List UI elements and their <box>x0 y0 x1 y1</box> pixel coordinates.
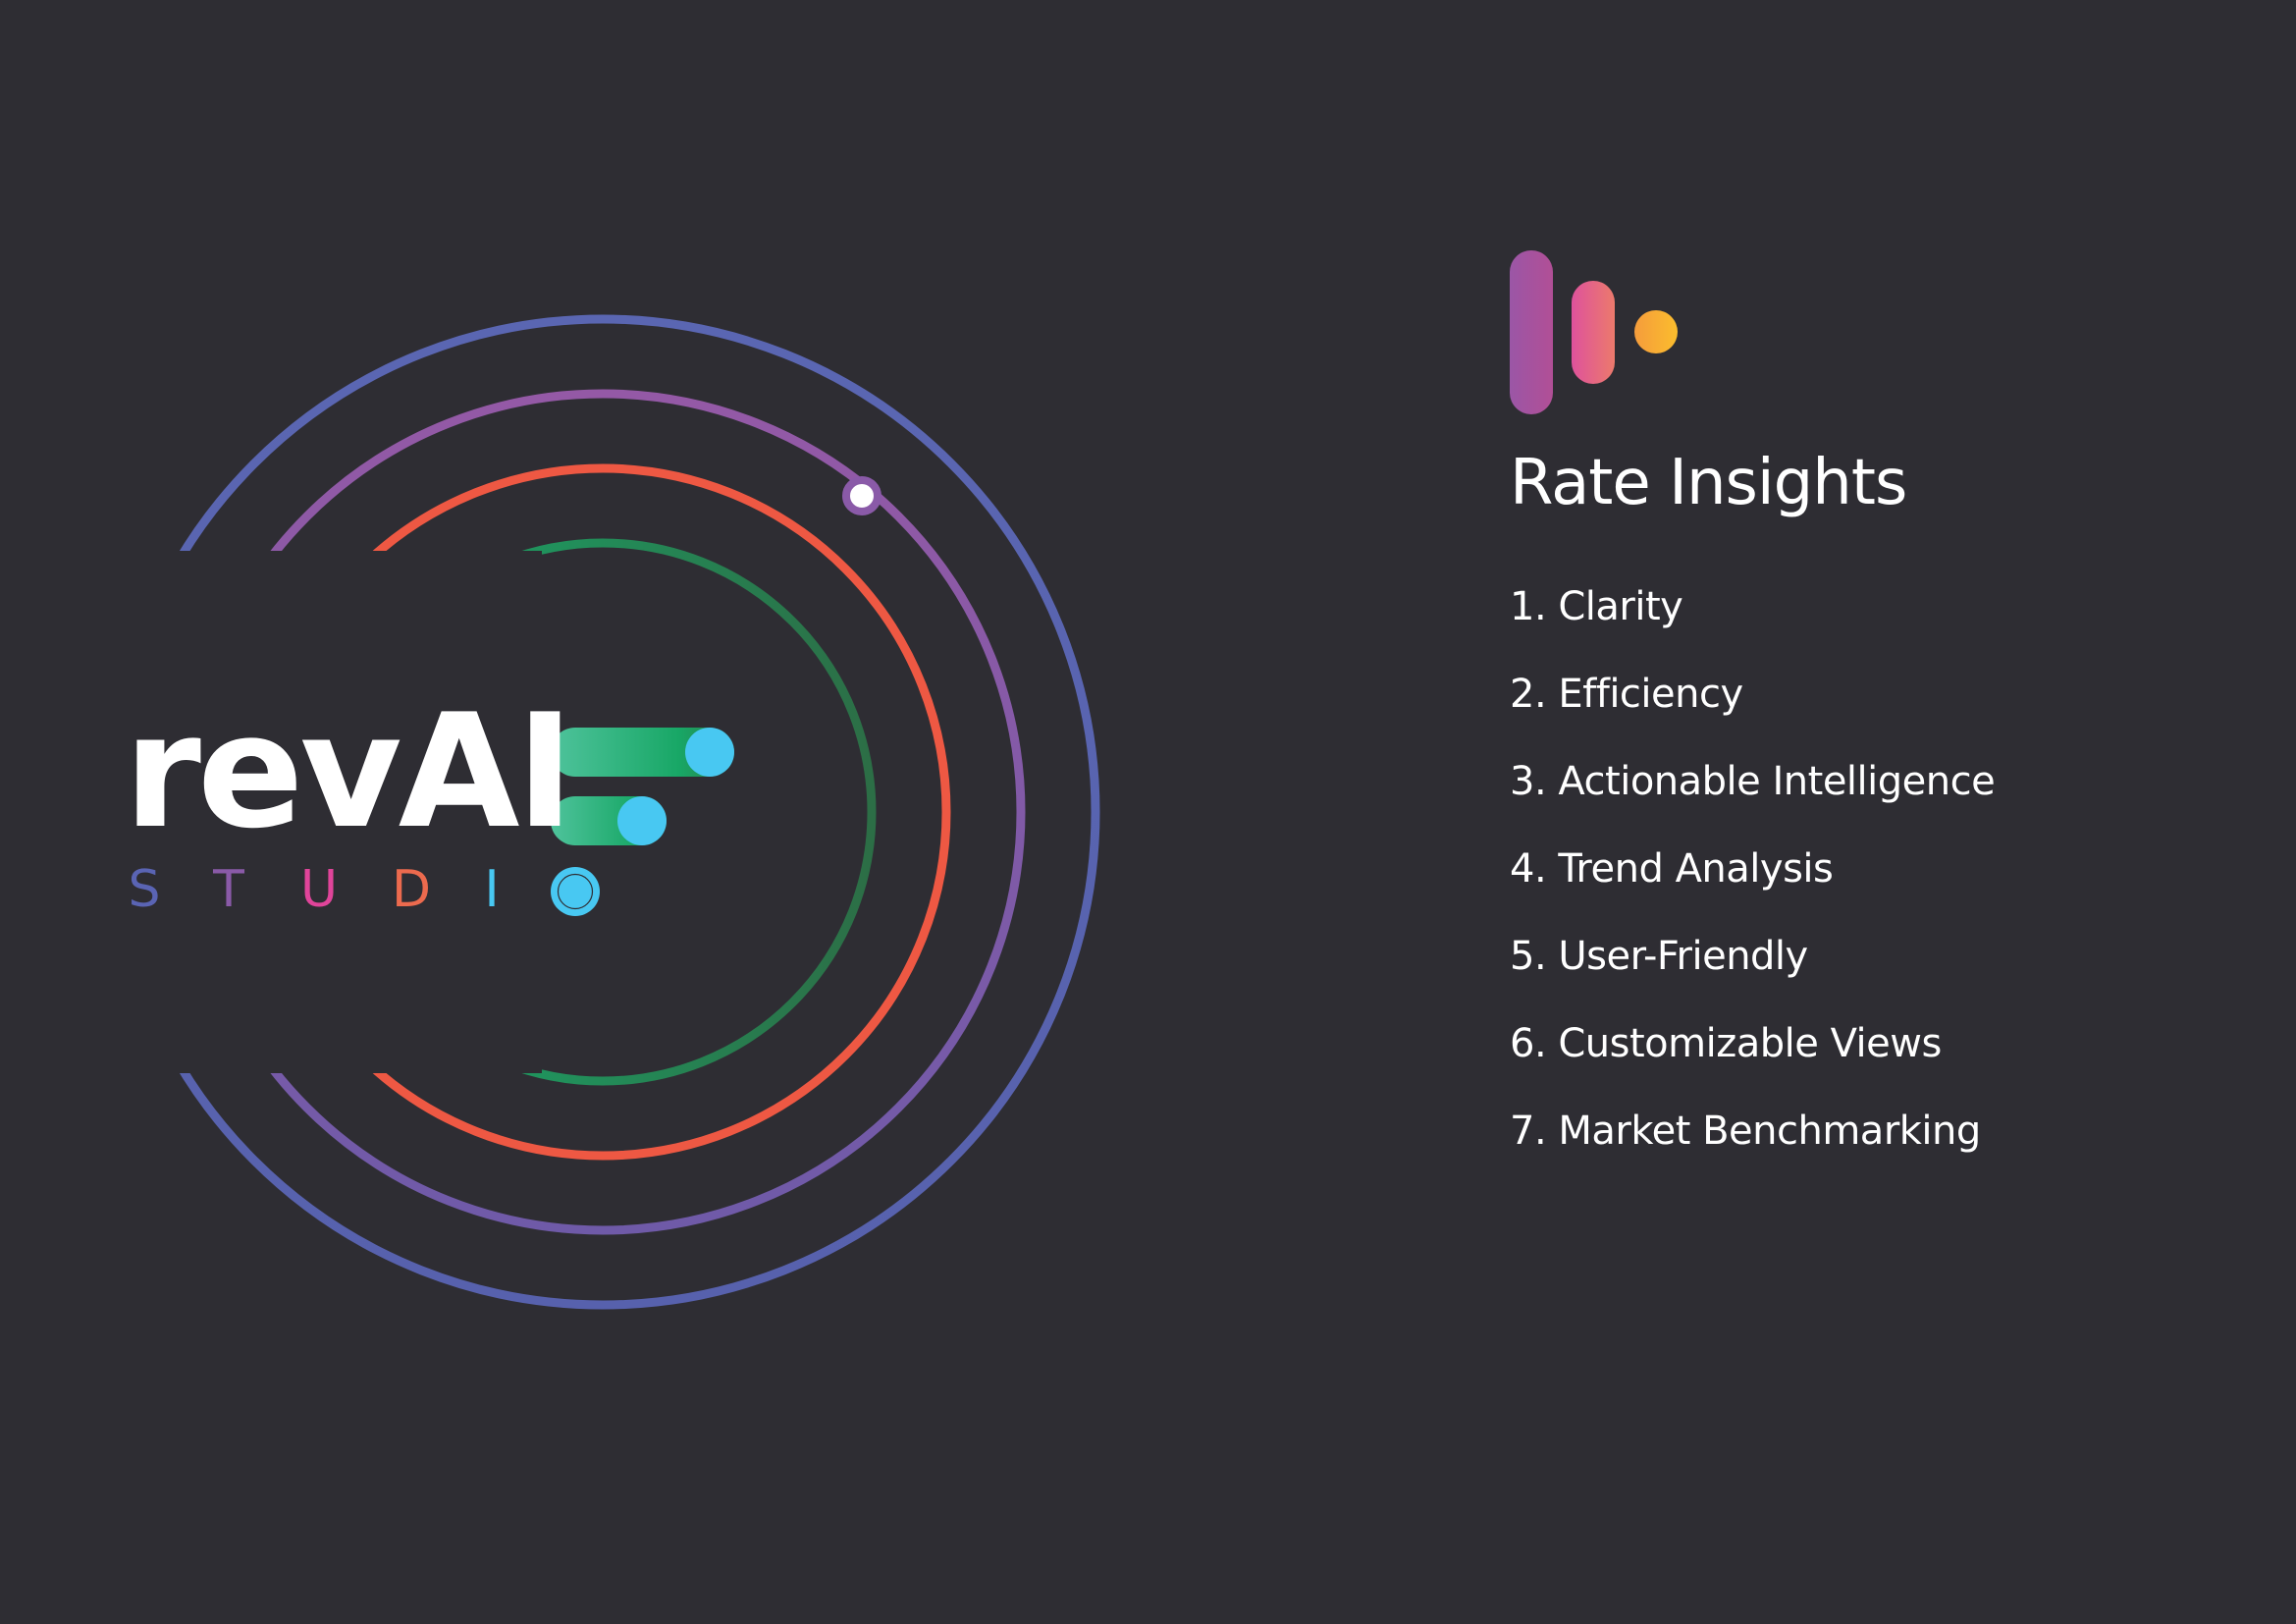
insights-list-item: 2. Efficiency <box>1510 672 1743 717</box>
insights-list-item: 1. Clarity <box>1510 584 1683 629</box>
logo-subtitle-letter-i: I <box>484 860 500 919</box>
studio-o-circle-icon <box>551 867 600 916</box>
logo-subtitle-letter-d: D <box>392 860 432 919</box>
rate-insights-title: Rate Insights <box>1510 447 1907 519</box>
logo-subtitle-letter-s: S <box>128 860 161 919</box>
insights-list-item: 6. Customizable Views <box>1510 1021 1942 1066</box>
toggle-on-icon <box>551 728 734 777</box>
logo-subtitle-letter-t: T <box>213 860 244 919</box>
toggle-half-icon <box>551 796 667 845</box>
insights-list-item: 5. User-Friendly <box>1510 934 1808 979</box>
connector-node-icon <box>842 476 881 515</box>
rate-insights-logo-icon <box>1510 250 1678 414</box>
insights-list-item: 3. Actionable Intelligence <box>1510 759 1996 804</box>
ring-cutout <box>0 551 542 1073</box>
logo-wordmark: revAI <box>124 679 574 863</box>
insights-list: 1. Clarity 2. Efficiency 3. Actionable I… <box>1510 577 1996 1189</box>
rate-insights-panel: Rate Insights 1. Clarity 2. Efficiency 3… <box>1510 444 1996 1154</box>
insights-list-item: 4. Trend Analysis <box>1510 846 1834 892</box>
logo-subtitle-letter-u: U <box>299 860 339 919</box>
insights-list-item: 7. Market Benchmarking <box>1510 1109 1981 1154</box>
